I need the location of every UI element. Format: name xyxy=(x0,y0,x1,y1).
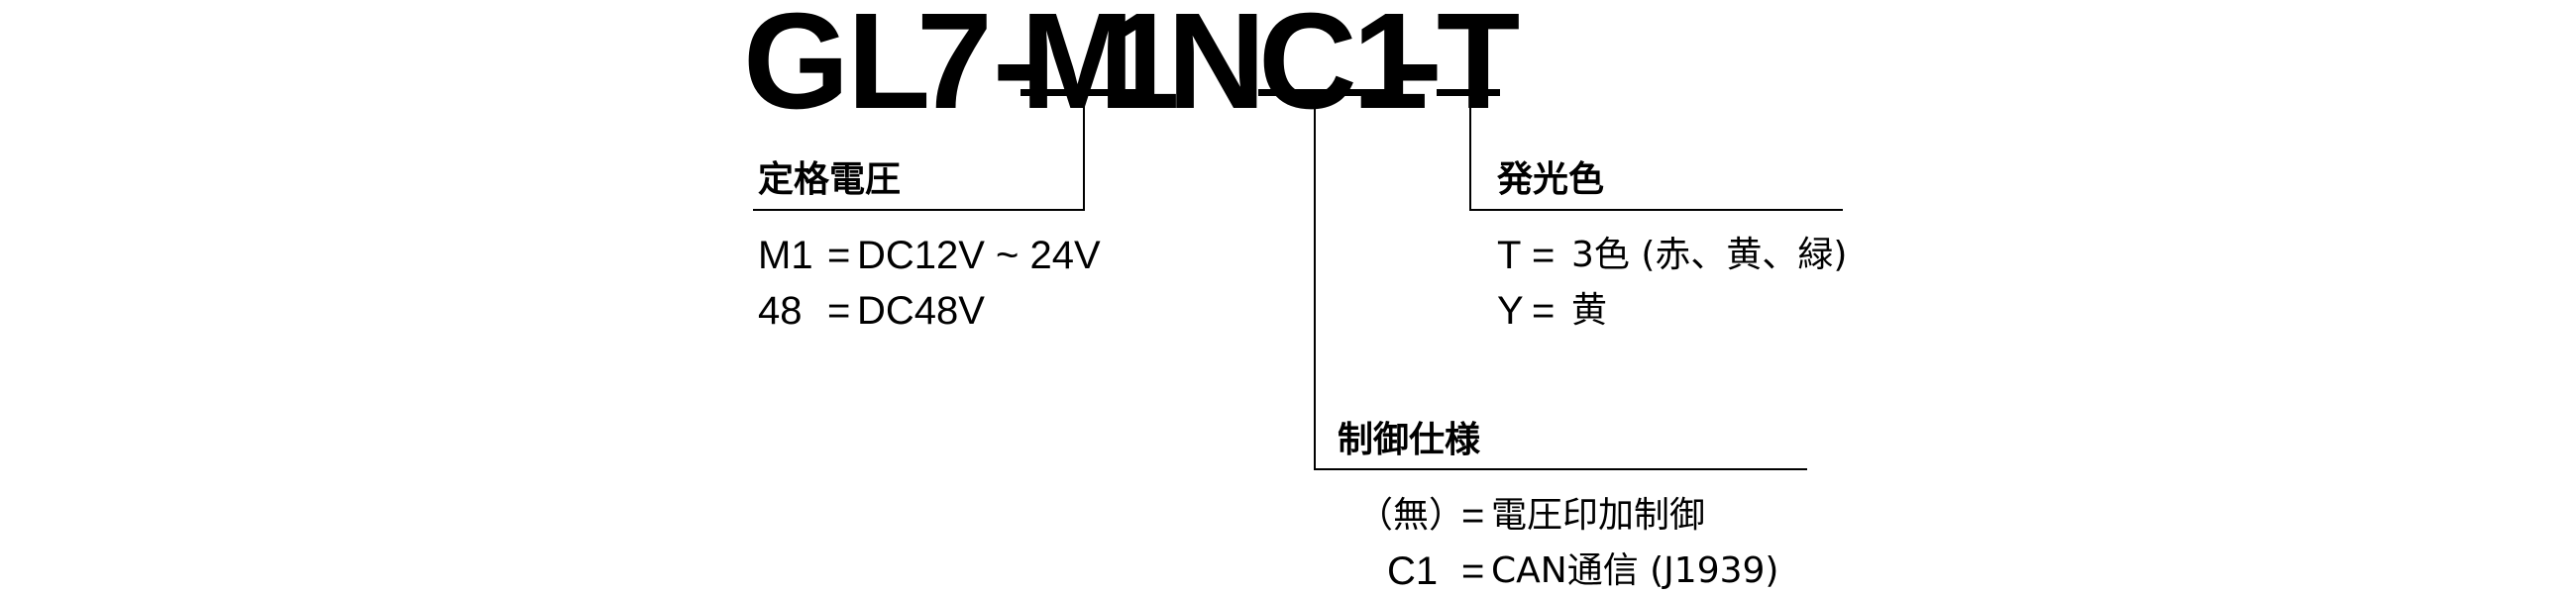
voltage-leader-vertical xyxy=(1083,96,1085,211)
option-value: 3色 (赤、黄、緑) xyxy=(1571,235,1848,275)
option-value: 黄 xyxy=(1571,290,1608,331)
option-value: DC12V ~ 24V xyxy=(857,234,1101,277)
option-code: T xyxy=(1497,234,1522,277)
control-leader-vertical xyxy=(1314,96,1316,470)
code-char: G xyxy=(743,0,850,138)
option-equals: = xyxy=(1461,549,1485,593)
option-code: C1 xyxy=(1387,549,1439,593)
option-code: （無） xyxy=(1357,495,1465,536)
option-value: 電圧印加制御 xyxy=(1491,495,1706,536)
option-equals: = xyxy=(1532,234,1556,277)
voltage-leader-horizontal xyxy=(753,209,1085,211)
control-section-title: 制御仕様 xyxy=(1338,420,1481,460)
code-char: 1 xyxy=(1104,0,1180,138)
code-char: N xyxy=(1167,0,1266,138)
option-code: Y xyxy=(1497,289,1524,333)
code-char: T xyxy=(1437,0,1521,138)
code-char: - xyxy=(1397,0,1443,138)
code-char: 1 xyxy=(1352,0,1429,138)
color-section-title: 発光色 xyxy=(1497,159,1605,200)
code-char: - xyxy=(993,0,1038,138)
color-leader-vertical xyxy=(1469,96,1471,211)
code-char: 7 xyxy=(916,0,993,138)
option-value: DC48V xyxy=(857,289,985,333)
code-char: M xyxy=(1020,0,1134,138)
control-code-underline xyxy=(1258,89,1394,96)
option-equals: = xyxy=(827,234,851,277)
color-leader-horizontal xyxy=(1469,209,1843,211)
option-equals: = xyxy=(1532,289,1556,333)
voltage-code-underline xyxy=(1020,89,1137,96)
control-leader-horizontal xyxy=(1314,468,1807,470)
code-char: C xyxy=(1258,0,1357,138)
option-code: 48 xyxy=(758,289,803,333)
option-equals: = xyxy=(1461,494,1485,538)
option-code: M1 xyxy=(758,234,813,277)
code-char: L xyxy=(847,0,931,138)
color-code-underline xyxy=(1437,89,1500,96)
voltage-section-title: 定格電圧 xyxy=(758,159,902,200)
option-equals: = xyxy=(827,289,851,333)
option-value: CAN通信 (J1939) xyxy=(1491,550,1779,591)
